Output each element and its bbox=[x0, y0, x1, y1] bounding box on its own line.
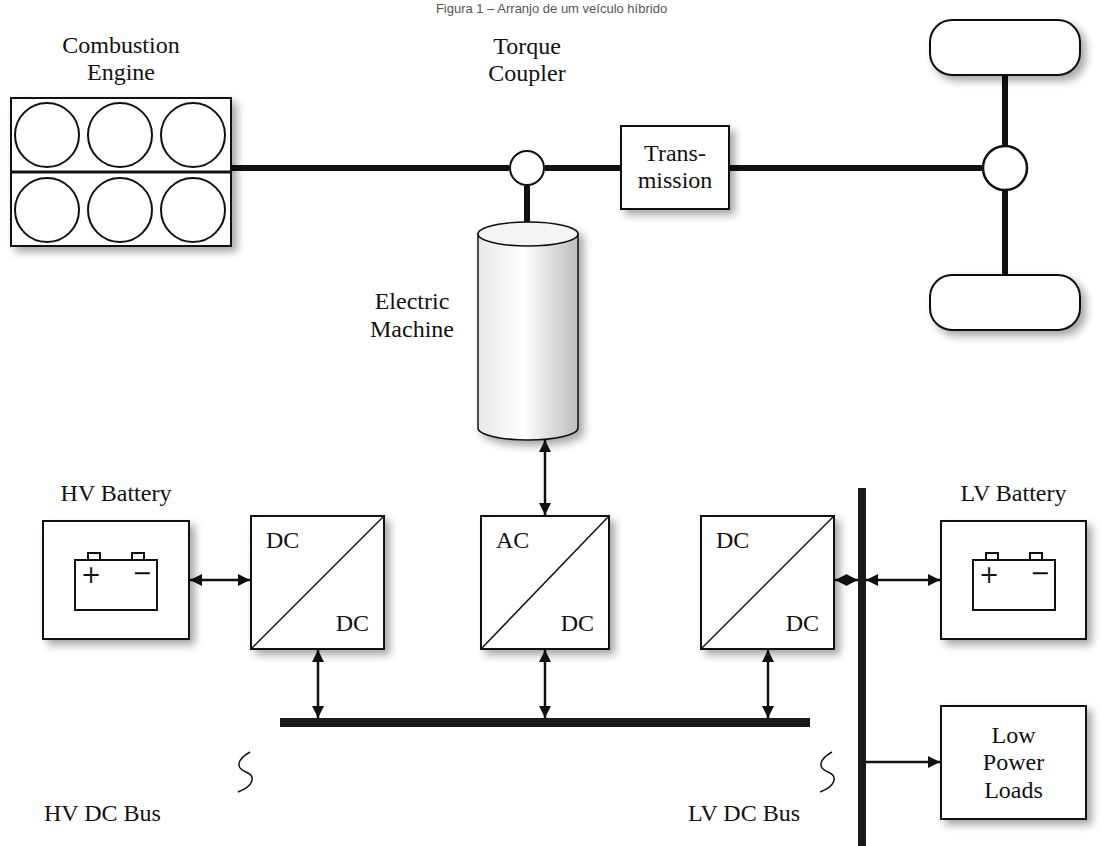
node-label: HV Battery bbox=[61, 480, 172, 508]
power-flow-arrow bbox=[190, 579, 250, 582]
torque-coupler: Torque Coupler bbox=[509, 150, 545, 186]
converter-box: DC DC bbox=[250, 515, 385, 650]
node-label: Combustion Engine bbox=[46, 32, 196, 87]
drive-shaft bbox=[730, 75, 1005, 275]
node-label: LV DC Bus bbox=[688, 800, 800, 828]
power-flow-arrow bbox=[317, 650, 320, 718]
differential bbox=[983, 146, 1027, 190]
node-label: LV Battery bbox=[961, 480, 1067, 508]
node-label: HV DC Bus bbox=[44, 800, 161, 828]
node-label: Electric Machine bbox=[352, 288, 472, 343]
wheels bbox=[930, 20, 1080, 330]
drive-shaft bbox=[524, 186, 530, 222]
power-flow-arrow bbox=[544, 650, 547, 718]
leader-squiggle bbox=[238, 752, 834, 792]
converter-box: DC DC bbox=[700, 515, 835, 650]
node-label: Trans- mission bbox=[630, 140, 720, 195]
power-flow-arrow bbox=[835, 579, 858, 582]
node-label: DC bbox=[786, 610, 819, 638]
power-flow-arrow bbox=[767, 650, 770, 718]
terminal-sign: − bbox=[1030, 561, 1050, 585]
power-flow-arrow bbox=[866, 579, 940, 582]
battery-box: HV Battery bbox=[42, 520, 190, 640]
node-label: DC bbox=[716, 527, 749, 555]
engine-block: Combustion Engine bbox=[10, 97, 232, 247]
load-box: Low Power Loads bbox=[940, 705, 1087, 820]
terminal-sign: + bbox=[979, 563, 999, 587]
power-flow-arrow bbox=[866, 761, 940, 764]
node-label: Low Power Loads bbox=[969, 721, 1059, 804]
drive-shaft bbox=[232, 165, 509, 171]
battery-box: LV Battery bbox=[940, 520, 1087, 640]
transmission-box: Trans- mission bbox=[620, 125, 730, 210]
machine-cylinder bbox=[478, 222, 578, 440]
terminal-sign: + bbox=[81, 563, 101, 587]
node-label: DC bbox=[336, 610, 369, 638]
node-label: DC bbox=[266, 527, 299, 555]
engine-cylinders bbox=[10, 103, 232, 242]
converter-diagonal bbox=[251, 516, 834, 649]
node-label: DC bbox=[561, 610, 594, 638]
electric-machine: Electric Machine bbox=[478, 222, 578, 440]
converter-box: AC DC bbox=[480, 515, 610, 650]
bus-bar: HV DC Bus bbox=[280, 718, 810, 727]
figure-title: Figura 1 – Arranjo de um veículo híbrido bbox=[0, 1, 1103, 16]
drive-shaft bbox=[545, 165, 620, 171]
node-label: AC bbox=[496, 527, 529, 555]
bus-bar: LV DC Bus bbox=[858, 488, 866, 846]
terminal-sign: − bbox=[132, 561, 152, 585]
power-flow-arrow bbox=[544, 440, 547, 515]
node-label: Torque Coupler bbox=[477, 33, 577, 88]
